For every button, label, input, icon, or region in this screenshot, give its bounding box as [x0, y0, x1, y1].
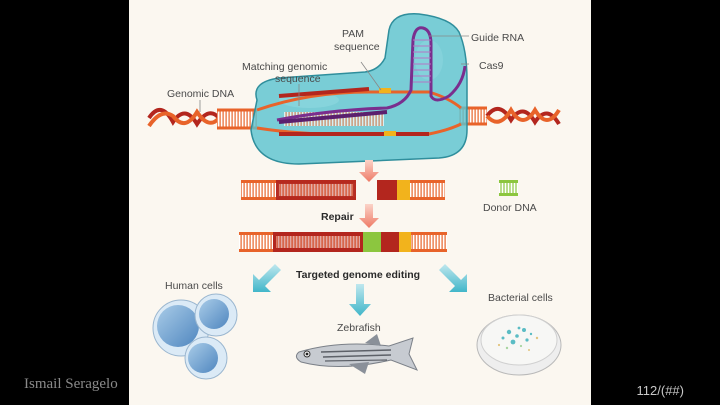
- label-human-cells: Human cells: [165, 280, 223, 292]
- crispr-diagram: Genomic DNA Matching genomic sequence PA…: [147, 13, 562, 380]
- donor-dna: [499, 180, 518, 196]
- slide-page-number: 112/(##): [636, 383, 684, 398]
- slide-author: Ismail Seragelo: [24, 376, 118, 392]
- arrow-to-zebrafish: [349, 284, 371, 316]
- genomic-dna-helix-left: [147, 108, 257, 130]
- arrow-to-human-cells: [253, 264, 281, 292]
- label-genomic-dna: Genomic DNA: [167, 88, 234, 100]
- pam-sequence-bottom: [384, 131, 396, 136]
- crispr-figure: Genomic DNA Matching genomic sequence PA…: [129, 0, 591, 405]
- human-cells-illustration: [152, 293, 238, 380]
- arrow-to-bacterial-cells: [439, 264, 467, 292]
- arrow-repair: [359, 204, 379, 228]
- label-pam-line1: PAM: [342, 28, 364, 40]
- label-cas9: Cas9: [479, 60, 504, 72]
- label-donor-dna: Donor DNA: [483, 202, 537, 214]
- guide-rna: [276, 26, 467, 124]
- repaired-dna: [239, 232, 447, 252]
- genomic-dna-helix-right: [459, 106, 561, 126]
- zebrafish-illustration: [295, 334, 419, 374]
- cut-dna: [241, 180, 445, 200]
- label-matching-line1: Matching genomic: [242, 61, 327, 73]
- label-pam-line2: sequence: [334, 41, 380, 53]
- pam-sequence-top: [379, 88, 391, 93]
- petri-dish-illustration: [476, 314, 562, 376]
- label-guide-rna: Guide RNA: [471, 32, 524, 44]
- label-targeted-editing: Targeted genome editing: [296, 269, 420, 281]
- label-repair: Repair: [321, 211, 354, 223]
- label-matching-line2: sequence: [275, 73, 321, 85]
- label-bacterial-cells: Bacterial cells: [488, 292, 553, 304]
- arrow-cut: [359, 160, 379, 182]
- leader-lines: [199, 35, 469, 112]
- label-zebrafish: Zebrafish: [337, 322, 381, 334]
